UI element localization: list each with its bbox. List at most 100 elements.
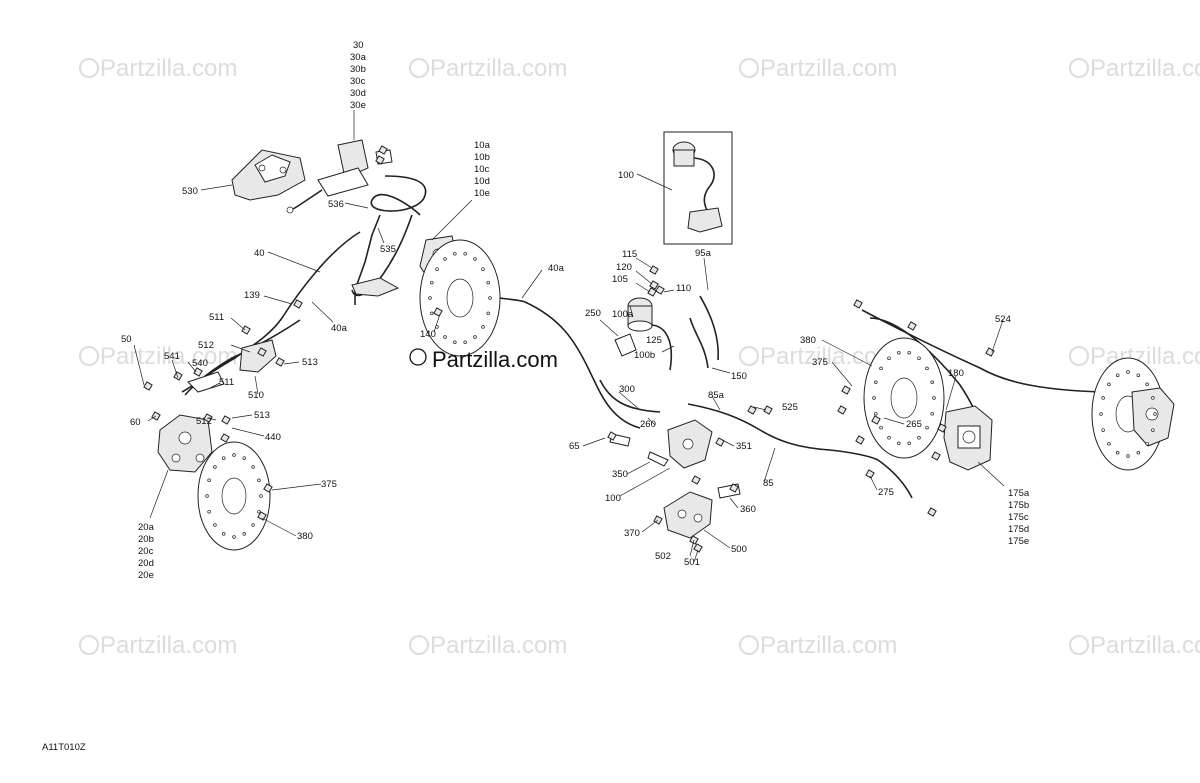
callout-95a: 95a bbox=[695, 248, 712, 259]
disc-upper-holes bbox=[428, 251, 492, 345]
disc-upper-holes-hole bbox=[453, 251, 457, 256]
callout-group-175: 175a 175b 175c 175d 175e bbox=[1008, 488, 1030, 547]
part-175-right-caliper bbox=[943, 405, 993, 471]
callout-20c: 20c bbox=[138, 546, 154, 557]
drawing-code: A11T010Z bbox=[42, 742, 86, 753]
disc-left-holes-hole bbox=[242, 532, 247, 536]
callout-530: 530 bbox=[182, 186, 198, 197]
callout-260: 260 bbox=[640, 419, 656, 430]
part-380-right-disc bbox=[863, 337, 945, 459]
disc-left-holes-hole bbox=[207, 509, 211, 514]
callout-30: 30 bbox=[353, 40, 364, 51]
callout-380-left: 380 bbox=[297, 531, 313, 542]
part-530-bracket bbox=[231, 149, 306, 201]
callout-110: 110 bbox=[676, 283, 691, 294]
bolt-icon bbox=[263, 483, 273, 493]
callout-100b: 100b bbox=[634, 350, 655, 361]
disc-right-holes-hole bbox=[930, 380, 934, 385]
bolt-icon bbox=[257, 347, 267, 357]
center-watermark-text: Partzilla.com bbox=[432, 347, 558, 372]
callout-180: 180 bbox=[948, 368, 964, 379]
bolt-icon bbox=[257, 511, 267, 521]
part-rear-disc-far-right bbox=[1091, 357, 1175, 471]
callout-512-lower: 512 bbox=[196, 416, 212, 427]
watermark-11: Partzilla.com bbox=[1069, 632, 1200, 659]
bolt-icon bbox=[937, 423, 947, 433]
svg-text:Partzilla.com: Partzilla.com bbox=[1090, 632, 1200, 659]
disc-far-right-holes-hole bbox=[1101, 396, 1105, 400]
bolt-icon bbox=[275, 357, 285, 367]
bolt-icon bbox=[241, 325, 251, 335]
callout-175e: 175e bbox=[1008, 536, 1029, 547]
disc-left-holes-hole bbox=[221, 456, 226, 460]
bolt-icon bbox=[173, 371, 183, 381]
disc-upper-holes-hole bbox=[463, 340, 467, 345]
disc-right-holes-hole bbox=[917, 356, 921, 360]
callout-510: 510 bbox=[248, 390, 264, 401]
disc-right-holes-hole bbox=[879, 425, 883, 430]
callout-540: 540 bbox=[192, 358, 208, 369]
disc-right-holes-hole bbox=[879, 366, 883, 371]
bolt-icon bbox=[985, 347, 995, 357]
disc-far-right-holes-hole bbox=[1151, 396, 1155, 400]
callout-labels: 30 30a 30b 30c 30d 30e 10a 10b 10c 10d 1… bbox=[121, 40, 1030, 581]
disc-right-holes-hole bbox=[897, 350, 901, 355]
callout-139: 139 bbox=[244, 290, 260, 301]
disc-left-holes-hole bbox=[213, 465, 217, 469]
callout-30d: 30d bbox=[350, 88, 366, 99]
bolt-icon bbox=[691, 475, 701, 485]
disc-far-right-holes-hole bbox=[1145, 441, 1149, 446]
callout-group-20: 20a 20b 20c 20d 20e bbox=[138, 522, 155, 581]
callout-502: 502 bbox=[655, 551, 671, 562]
disc-upper-holes-hole bbox=[430, 311, 434, 316]
disc-upper-holes-hole bbox=[453, 340, 457, 345]
disc-right-holes-hole bbox=[932, 396, 936, 400]
svg-text:Partzilla.com: Partzilla.com bbox=[100, 632, 237, 659]
disc-left-holes-hole bbox=[242, 456, 247, 460]
part-500-bracket bbox=[663, 483, 741, 539]
callout-375-right: 375 bbox=[812, 357, 828, 368]
disc-left-holes-hole bbox=[251, 465, 255, 469]
callout-30b: 30b bbox=[350, 64, 366, 75]
disc-upper-holes-hole bbox=[443, 257, 447, 261]
disc-right-holes-hole bbox=[874, 411, 878, 416]
callout-511-upper: 511 bbox=[209, 312, 224, 323]
bolt-icon bbox=[655, 285, 665, 295]
disc-left-holes-hole bbox=[257, 478, 261, 483]
callout-440: 440 bbox=[265, 432, 281, 443]
callout-125: 125 bbox=[646, 335, 662, 346]
part-510-bracket bbox=[187, 339, 277, 393]
disc-left-holes-hole bbox=[205, 494, 209, 498]
bolt-icon bbox=[221, 415, 231, 425]
callout-40: 40 bbox=[254, 248, 265, 259]
disc-far-right-holes-hole bbox=[1101, 428, 1105, 432]
bolt-icon bbox=[871, 415, 881, 425]
disc-left-holes-hole bbox=[232, 453, 236, 457]
part-30-master-cylinder bbox=[286, 139, 393, 214]
watermark-6: Partzilla.com bbox=[739, 343, 897, 370]
bolt-icon bbox=[693, 543, 703, 553]
svg-text:Partzilla.com: Partzilla.com bbox=[760, 632, 897, 659]
bolt-icon bbox=[375, 155, 385, 165]
callout-120: 120 bbox=[616, 262, 632, 273]
callout-100-inset: 100 bbox=[618, 170, 634, 181]
leader-lines bbox=[133, 110, 1005, 563]
disc-far-right-holes-hole bbox=[1136, 451, 1141, 455]
watermark-grid: Partzilla.com Partzilla.com Partzilla.co… bbox=[79, 55, 1200, 659]
disc-far-right-holes-hole bbox=[1126, 370, 1130, 374]
bolt-icon bbox=[931, 451, 941, 461]
watermark-4: Partzilla.com bbox=[1069, 55, 1200, 82]
callout-65: 65 bbox=[569, 441, 580, 452]
svg-text:Partzilla.com: Partzilla.com bbox=[430, 55, 567, 82]
disc-right-holes-hole bbox=[887, 356, 891, 360]
disc-upper-holes-hole bbox=[473, 335, 477, 339]
callout-85: 85 bbox=[763, 478, 774, 489]
callout-500: 500 bbox=[731, 544, 747, 555]
disc-left-holes-hole bbox=[257, 509, 261, 514]
part-380-left-disc bbox=[197, 441, 271, 551]
callout-100a: 100a bbox=[612, 309, 634, 320]
callout-group-30: 30 30a 30b 30c 30d 30e bbox=[350, 40, 367, 111]
disc-upper-holes-hole bbox=[428, 296, 432, 300]
